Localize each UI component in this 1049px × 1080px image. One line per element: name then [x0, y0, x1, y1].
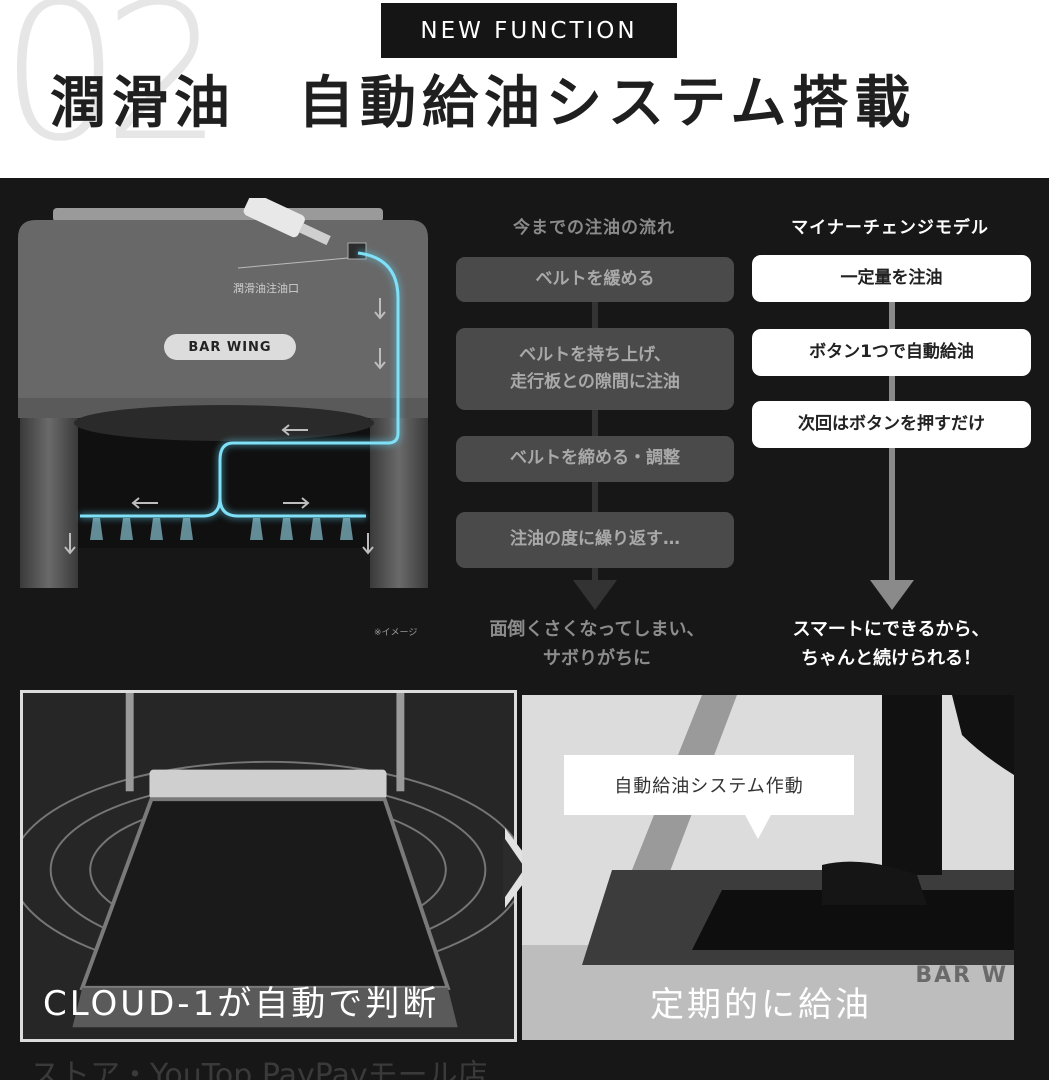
feature-panel: 潤滑油注油口 BAR WING ※イメージ 今までの注油の流れ ベルトを緩める …	[0, 178, 1049, 1080]
new-function-tag: NEW FUNCTION	[381, 3, 677, 58]
store-name-cut-text: ストア・YouTop PayPayモール店	[30, 1058, 488, 1080]
oil-port-label: 潤滑油注油口	[233, 282, 299, 295]
auto-oil-speech-bubble: 自動給油システム作動	[564, 755, 854, 839]
new-step-2: ボタン1つで自動給油	[752, 329, 1031, 376]
auto-oil-photo: 自動給油システム作動 定期的に給油 BAR W	[522, 695, 1014, 1040]
new-step-3: 次回はボタンを押すだけ	[752, 401, 1031, 448]
page-title: 潤滑油 自動給油システム搭載	[50, 71, 917, 136]
old-flow-line	[592, 278, 598, 583]
new-flow-outcome: スマートにできるから、 ちゃんと続けられる！	[792, 619, 990, 669]
treadmill-drawing	[18, 193, 428, 588]
left-photo-caption: CLOUD-1が自動で判断	[43, 984, 440, 1024]
header: 02 NEW FUNCTION 潤滑油 自動給油システム搭載	[0, 0, 1049, 178]
old-flow-outcome: 面倒くさくなってしまい、 サボりがちに	[489, 619, 705, 669]
treadmill-runner-drawing	[522, 695, 1014, 1040]
image-note: ※イメージ	[374, 628, 418, 638]
right-photo-caption: 定期的に給油	[650, 985, 872, 1025]
old-step-2: ベルトを持ち上げ、 走行板との隙間に注油	[456, 328, 734, 410]
old-flow-heading: 今までの注油の流れ	[513, 218, 675, 238]
old-step-4: 注油の度に繰り返す…	[456, 512, 734, 568]
new-step-1: 一定量を注油	[752, 255, 1031, 302]
section-number: 02	[0, 0, 224, 178]
new-flow-arrow-icon	[870, 580, 914, 610]
treadmill-top-view-drawing	[23, 693, 514, 1039]
treadmill-oil-diagram: 潤滑油注油口 BAR WING	[8, 193, 438, 628]
new-flow-heading: マイナーチェンジモデル	[791, 218, 989, 238]
brand-badge: BAR WING	[164, 334, 296, 360]
right-photo-brand: BAR W	[915, 963, 1008, 988]
old-step-3: ベルトを締める・調整	[456, 436, 734, 482]
old-flow-arrow-icon	[573, 580, 617, 610]
cloud-judge-photo: CLOUD-1が自動で判断	[20, 690, 517, 1042]
old-step-1: ベルトを緩める	[456, 257, 734, 302]
